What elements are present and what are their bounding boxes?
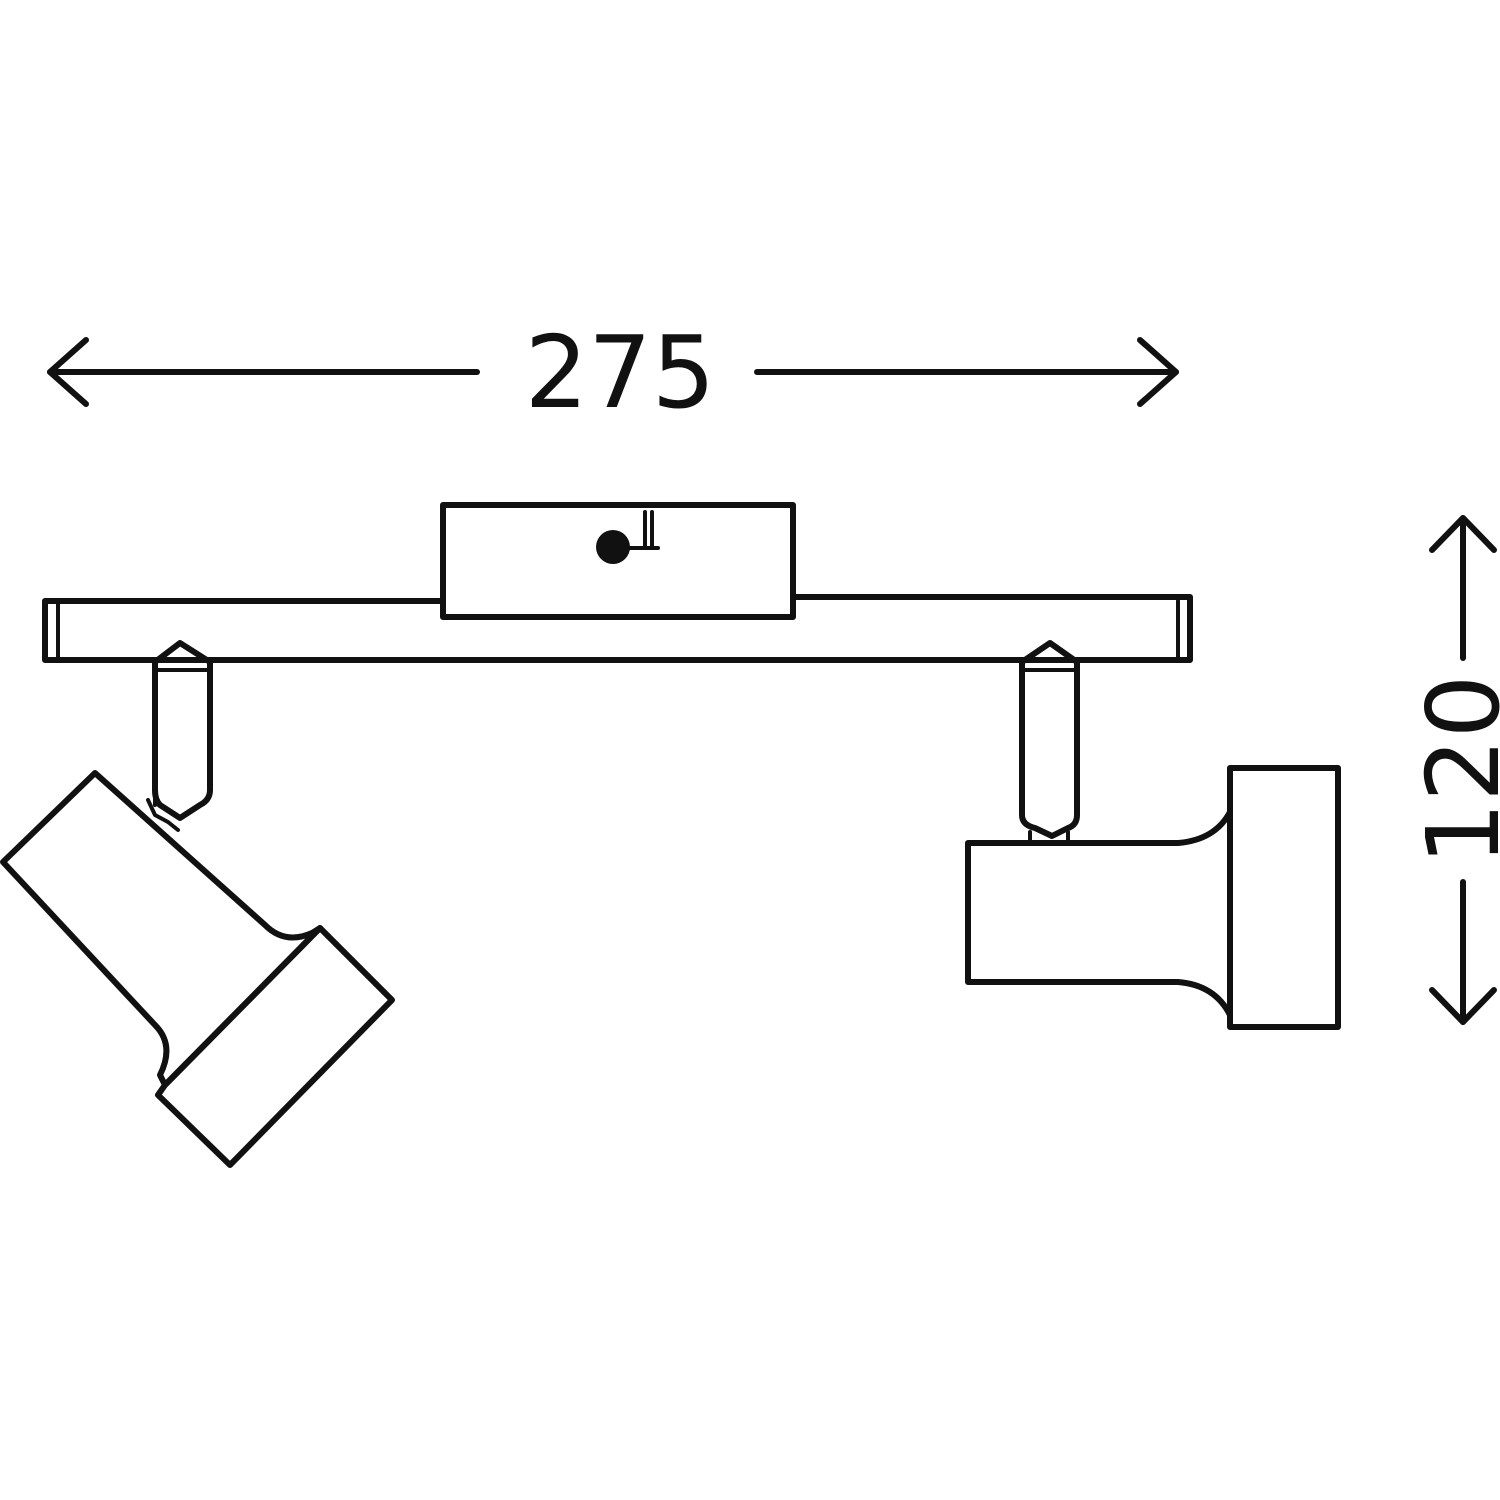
ceiling-canopy <box>440 502 796 620</box>
left-spot-front-ring <box>155 925 395 1168</box>
right-spot-body <box>965 809 1233 1018</box>
right-spot-head <box>965 765 1341 1030</box>
width-dimension-label: 275 <box>525 314 716 431</box>
right-arm-joint <box>1019 640 1080 839</box>
canopy-screw-icon <box>596 530 630 564</box>
width-arrowhead-right <box>1137 337 1179 407</box>
width-dimension: 275 <box>47 314 1179 431</box>
mounting-bar <box>42 594 1193 663</box>
left-spot-head <box>0 770 395 1168</box>
right-spot-front-ring <box>1227 765 1341 1030</box>
width-arrowhead-left <box>47 337 89 407</box>
height-arrowhead-bottom <box>1429 987 1497 1025</box>
height-dimension: 120 <box>1405 515 1500 1025</box>
left-spot-arm <box>146 640 213 832</box>
mounting-bar-outline <box>42 594 1193 663</box>
height-arrowhead-top <box>1429 515 1497 553</box>
canopy-box <box>440 502 796 620</box>
right-spot-arm <box>1019 640 1080 845</box>
height-dimension-label: 120 <box>1405 675 1500 866</box>
left-arm-connector <box>146 773 180 832</box>
